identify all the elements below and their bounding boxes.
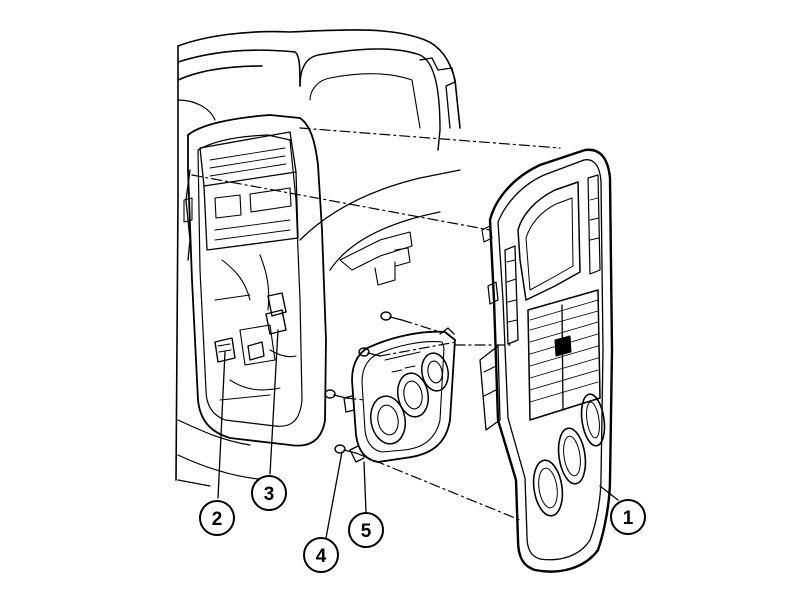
callout-1-label: 1 — [623, 508, 634, 529]
center-finish-panel — [479, 148, 614, 573]
callout-2-label: 2 — [212, 509, 223, 530]
callout-5: 5 — [348, 512, 384, 548]
callout-3: 3 — [251, 475, 287, 511]
callout-3-label: 3 — [264, 484, 275, 505]
callout-leaders — [217, 329, 619, 539]
screw-4 — [334, 444, 357, 454]
screw-1 — [380, 311, 403, 321]
callouts: 1 2 3 4 5 — [199, 475, 646, 573]
alignment-lines — [191, 127, 561, 521]
screws — [324, 311, 403, 454]
climate-control-module — [343, 327, 456, 463]
screw-2 — [358, 347, 381, 357]
screw-3 — [324, 389, 347, 399]
callout-2: 2 — [199, 500, 235, 536]
callout-4-label: 4 — [316, 546, 327, 567]
callout-1: 1 — [610, 499, 646, 535]
center-stack-opening — [183, 114, 327, 447]
dashboard-panel — [175, 29, 461, 487]
callout-4: 4 — [303, 537, 339, 573]
callout-5-label: 5 — [361, 521, 372, 542]
